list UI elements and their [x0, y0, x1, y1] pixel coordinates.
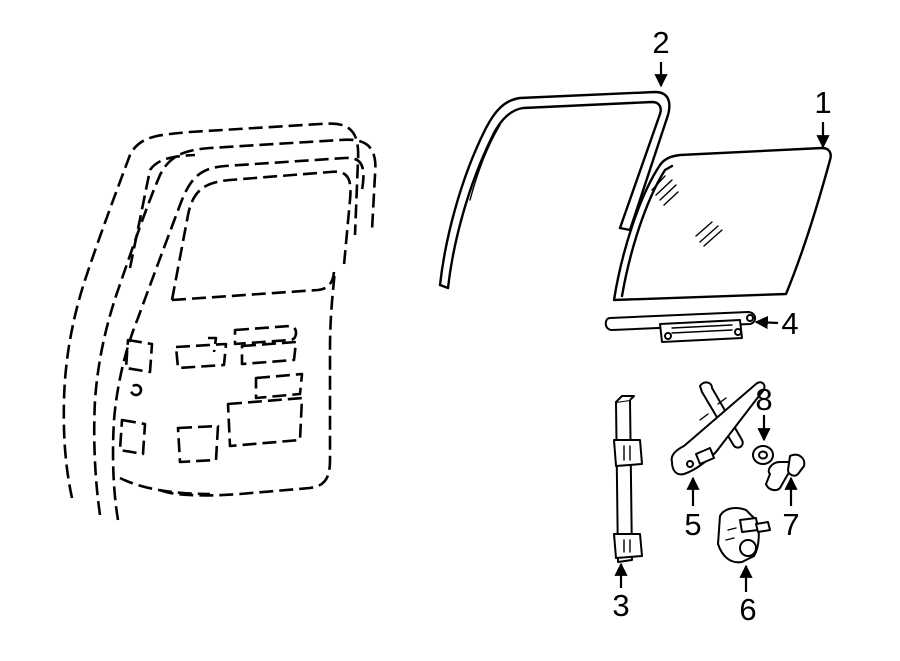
- callout-leaders: [614, 62, 830, 592]
- callout-number-3: 3: [612, 588, 629, 623]
- window-regulator-part-5: [670, 381, 766, 476]
- callout-number-8: 8: [755, 382, 772, 417]
- glass-channel-bracket-part-4: [604, 311, 756, 343]
- door-glass-part-1: [612, 146, 832, 302]
- regulator-motor-part-6: [717, 507, 771, 564]
- callout-number-2: 2: [652, 25, 669, 60]
- washer-part-8: [752, 445, 774, 465]
- door-inner-panel-cutouts: [118, 324, 304, 464]
- door-shell-outline: [62, 122, 377, 521]
- run-channel-part-2: [438, 90, 671, 290]
- callout-number-4: 4: [781, 306, 798, 341]
- callout-number-1: 1: [814, 85, 831, 120]
- rear-run-channel-part-3: [613, 395, 643, 563]
- callout-number-7: 7: [782, 507, 799, 542]
- callout-number-5: 5: [684, 507, 701, 542]
- door-window-opening: [170, 170, 352, 302]
- window-crank-handle-part-7: [765, 453, 806, 492]
- callout-number-6: 6: [739, 592, 756, 627]
